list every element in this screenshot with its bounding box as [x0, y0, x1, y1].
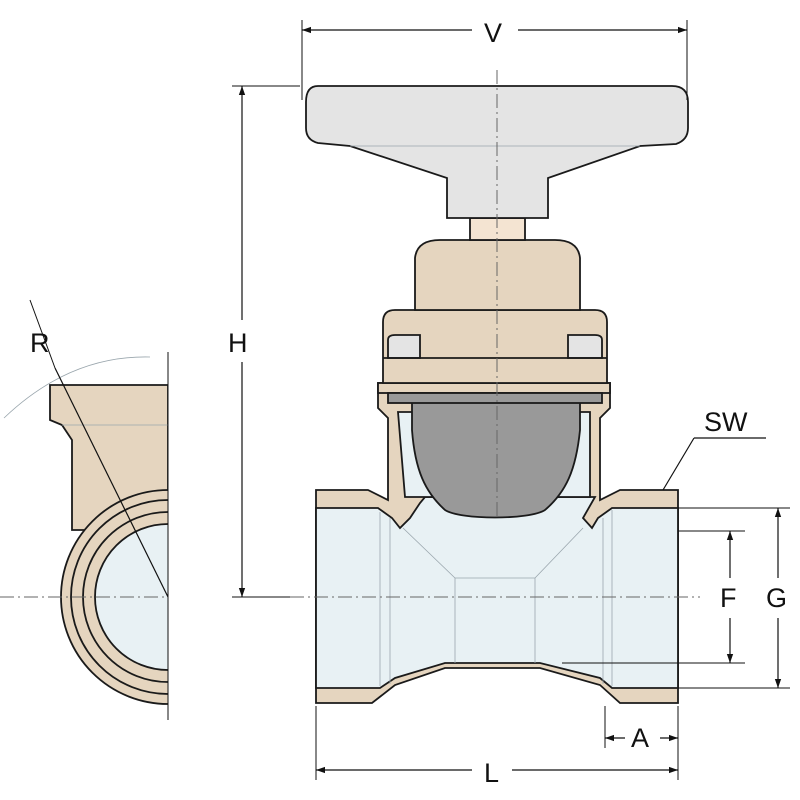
gate-wedge: [411, 399, 581, 519]
valve-bore: [315, 496, 679, 689]
dim-label-a: A: [631, 723, 649, 753]
bonnet-flange: [377, 382, 611, 394]
dim-label-r: R: [30, 328, 50, 358]
dim-label-v: V: [484, 18, 502, 48]
bonnet-nut-window-right: [567, 334, 603, 359]
radius-arc: [3, 356, 151, 419]
dim-label-f: F: [720, 583, 737, 613]
dim-label-sw: SW: [704, 407, 748, 437]
dim-label-h: H: [228, 328, 248, 358]
bonnet-nut: [382, 309, 608, 384]
dim-label-l: L: [484, 758, 499, 788]
bonnet-nut-window-left: [387, 334, 421, 359]
dim-label-g: G: [766, 583, 787, 613]
side-view: [49, 384, 168, 705]
